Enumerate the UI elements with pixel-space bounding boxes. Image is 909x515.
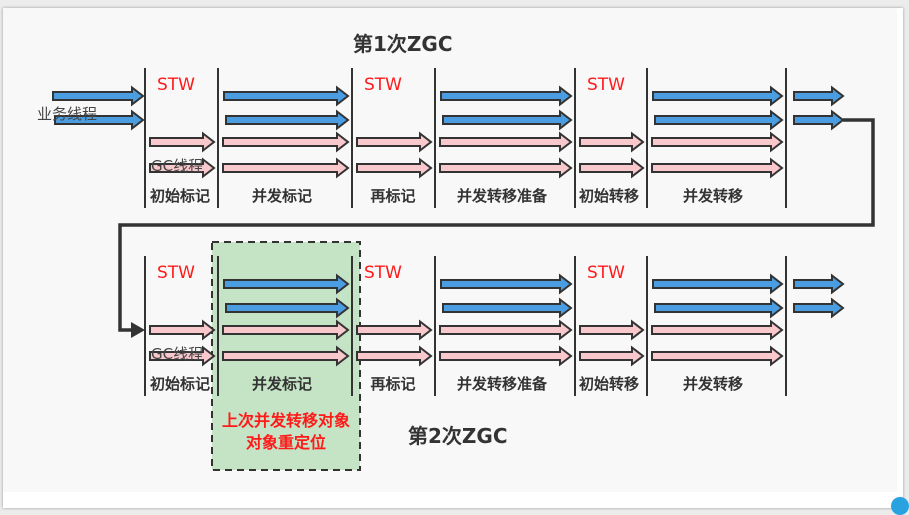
business-threads-label: 业务线程 bbox=[37, 105, 97, 123]
zgc-cycle-diagram: 第1次ZGCSTW初始标记并发标记STW再标记并发转移准备STW初始转移并发转移… bbox=[37, 32, 875, 471]
gc-thread-arrow bbox=[439, 345, 573, 367]
stw-label: STW bbox=[587, 75, 625, 95]
business-thread-arrow bbox=[442, 297, 573, 319]
business-thread-arrow bbox=[652, 85, 784, 107]
business-thread-arrow bbox=[652, 273, 784, 295]
phase-label: 再标记 bbox=[370, 375, 415, 393]
gc-thread-arrow bbox=[651, 131, 784, 153]
business-thread-arrow bbox=[654, 109, 784, 131]
business-thread-arrow bbox=[225, 297, 350, 319]
cycle-connector-line bbox=[118, 118, 875, 332]
business-thread-arrow bbox=[442, 109, 573, 131]
business-thread-arrow bbox=[440, 273, 573, 295]
phase-label: 并发转移准备 bbox=[457, 187, 548, 205]
cycle-title: 第1次ZGC bbox=[353, 32, 453, 56]
phase-label: 初始转移 bbox=[579, 187, 639, 205]
gc-thread-arrow bbox=[149, 319, 216, 341]
gc-threads-label: GC线程 bbox=[151, 157, 203, 175]
business-thread-arrow bbox=[793, 85, 845, 107]
gc-thread-arrow bbox=[579, 345, 645, 367]
cycle-title: 第2次ZGC bbox=[408, 424, 508, 448]
highlight-text: 上次并发转移对象 bbox=[222, 411, 350, 430]
gc-thread-arrow bbox=[356, 157, 433, 179]
connector-arrowhead-icon bbox=[131, 322, 145, 338]
scroll-indicator[interactable] bbox=[891, 497, 909, 515]
gc-thread-arrow bbox=[651, 319, 784, 341]
gc-thread-arrow bbox=[149, 345, 216, 367]
gc-thread-arrow bbox=[439, 157, 573, 179]
stw-label: STW bbox=[587, 263, 625, 283]
gc-thread-arrow bbox=[356, 131, 433, 153]
business-thread-arrow bbox=[223, 273, 350, 295]
phase-label: 初始标记 bbox=[150, 375, 210, 393]
phase-label: 并发标记 bbox=[252, 187, 312, 205]
business-thread-arrow bbox=[793, 109, 845, 131]
gc-thread-arrow bbox=[222, 131, 350, 153]
gc-thread-arrow bbox=[356, 319, 433, 341]
business-thread-arrow bbox=[793, 273, 845, 295]
phase-label: 并发转移 bbox=[683, 187, 743, 205]
gc-threads-label: GC线程 bbox=[151, 345, 203, 363]
gc-thread-arrow bbox=[222, 319, 350, 341]
business-thread-arrow bbox=[52, 85, 145, 107]
stw-label: STW bbox=[364, 263, 402, 283]
phase-label: 初始转移 bbox=[579, 375, 639, 393]
gc-thread-arrow bbox=[222, 345, 350, 367]
phase-label: 并发标记 bbox=[252, 375, 312, 393]
stw-label: STW bbox=[157, 75, 195, 95]
phase-label: 并发转移 bbox=[683, 375, 743, 393]
gc-thread-arrow bbox=[439, 131, 573, 153]
phase-label: 初始标记 bbox=[150, 187, 210, 205]
business-thread-arrow bbox=[793, 297, 845, 319]
gc-thread-arrow bbox=[149, 157, 216, 179]
business-thread-arrow bbox=[440, 85, 573, 107]
gc-thread-arrow bbox=[579, 157, 645, 179]
highlight-text: 对象重定位 bbox=[246, 433, 326, 452]
gc-thread-arrow bbox=[651, 345, 784, 367]
phase-label: 再标记 bbox=[370, 187, 415, 205]
gc-thread-arrow bbox=[149, 131, 216, 153]
gc-thread-arrow bbox=[439, 319, 573, 341]
gc-thread-arrow bbox=[579, 131, 645, 153]
gc-thread-arrow bbox=[579, 319, 645, 341]
phase-label: 并发转移准备 bbox=[457, 375, 548, 393]
business-thread-arrow bbox=[654, 297, 784, 319]
business-thread-arrow bbox=[225, 109, 350, 131]
gc-thread-arrow bbox=[651, 157, 784, 179]
gc-thread-arrow bbox=[356, 345, 433, 367]
business-thread-arrow bbox=[54, 109, 145, 131]
business-thread-arrow bbox=[223, 85, 350, 107]
gc-thread-arrow bbox=[222, 157, 350, 179]
stw-label: STW bbox=[157, 263, 195, 283]
stw-label: STW bbox=[364, 75, 402, 95]
